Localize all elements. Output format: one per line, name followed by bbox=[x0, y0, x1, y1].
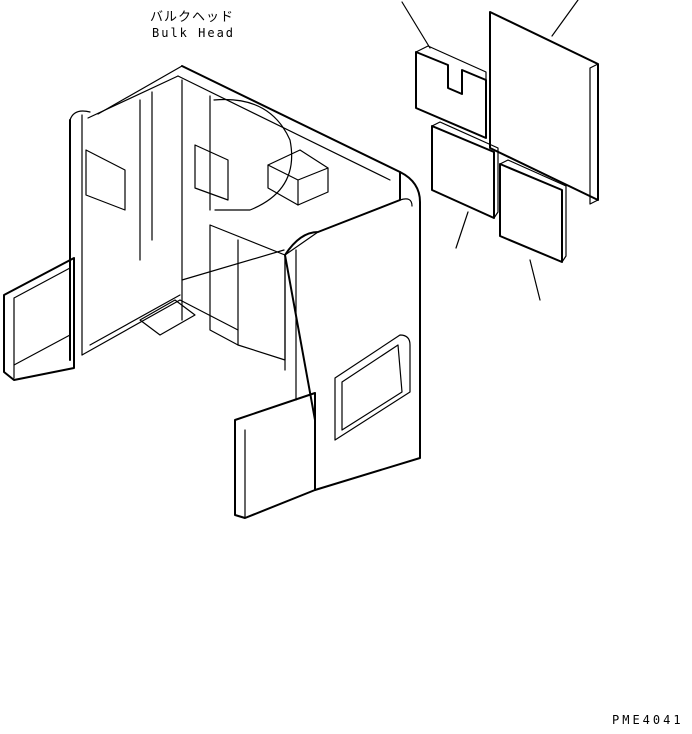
back-wall-bottom bbox=[181, 249, 285, 281]
left-step-bottom bbox=[13, 334, 71, 366]
right-panel-top bbox=[317, 198, 413, 233]
roof-front-edge bbox=[87, 75, 179, 119]
floor-plate bbox=[139, 299, 196, 336]
back-wall-duct bbox=[213, 98, 293, 211]
leader-line-1 bbox=[401, 1, 431, 49]
front-box-outline bbox=[234, 392, 316, 519]
leader-line-3 bbox=[455, 211, 469, 249]
front-box-top bbox=[234, 397, 301, 421]
left-step-outline bbox=[3, 257, 75, 381]
middle-pad-depth bbox=[431, 121, 499, 219]
window-outer bbox=[334, 334, 411, 441]
insulation-pads bbox=[401, 0, 599, 301]
right-panel-outline bbox=[284, 171, 421, 491]
small-pad-depth bbox=[499, 159, 567, 263]
leader-line-2 bbox=[551, 0, 579, 37]
leader-line-4 bbox=[529, 259, 541, 301]
drawing-id: PME4041 bbox=[612, 713, 684, 727]
bulkhead-assembly bbox=[3, 65, 421, 519]
lower-interior-box bbox=[209, 224, 286, 361]
large-pad-depth bbox=[589, 63, 599, 205]
roof-left-edge bbox=[97, 65, 183, 115]
center-post-top bbox=[284, 231, 319, 256]
middle-pad bbox=[431, 125, 495, 219]
roof-top-edge bbox=[181, 65, 401, 173]
floor-inner bbox=[89, 294, 181, 346]
window-inner bbox=[341, 344, 403, 431]
left-inner-column bbox=[139, 91, 153, 261]
floor-edge bbox=[81, 299, 239, 356]
title-japanese: バルクヘッド bbox=[150, 10, 235, 25]
u-shaped-pad-depth bbox=[415, 45, 487, 81]
title-english: Bulk Head bbox=[152, 26, 236, 40]
u-shaped-pad bbox=[415, 51, 487, 139]
left-interior-panel bbox=[85, 149, 126, 211]
inner-plate bbox=[194, 144, 229, 201]
large-pad bbox=[489, 11, 599, 201]
bracket-box bbox=[267, 149, 329, 206]
bracket-edge bbox=[267, 164, 329, 206]
left-column-top bbox=[69, 110, 91, 121]
